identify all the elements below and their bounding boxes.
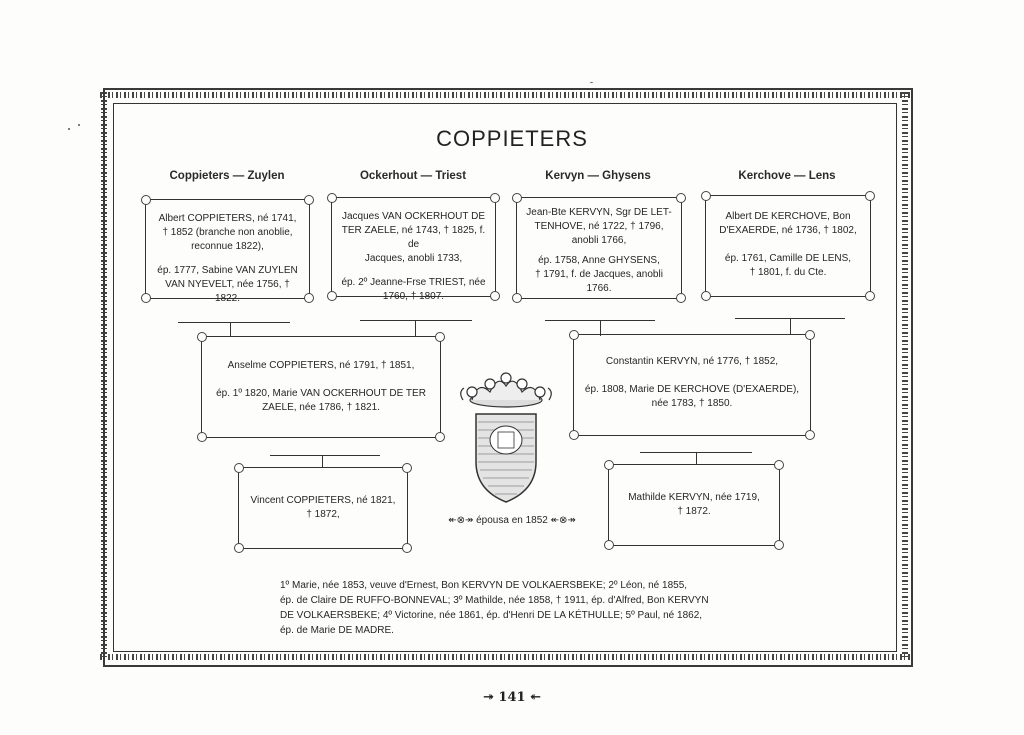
- page-number: ↠ 141 ↞: [483, 690, 541, 705]
- box-corner-ornament: [141, 195, 151, 205]
- box-corner-ornament: [701, 291, 711, 301]
- header-kervyn-ghysens: Kervyn — Ghysens: [545, 170, 651, 182]
- box-jean-kervyn-marriage: ép. 1758, Anne GHYSENS, † 1791, f. de Ja…: [535, 255, 663, 294]
- box-jean-kervyn-birth: Jean-Bte KERVYN, Sgr DE LET- TENHOVE, né…: [526, 207, 672, 246]
- box-corner-ornament: [402, 463, 412, 473]
- box-corner-ornament: [197, 432, 207, 442]
- connector-line: [600, 320, 601, 336]
- outer-frame: [103, 88, 913, 667]
- box-corner-ornament: [490, 193, 500, 203]
- box-albert-coppieters: Albert COPPIETERS, né 1741, † 1852 (bran…: [141, 195, 314, 304]
- box-corner-ornament: [865, 291, 875, 301]
- footnote-children: 1º Marie, née 1853, veuve d'Ernest, Bon …: [280, 580, 709, 636]
- box-corner-ornament: [805, 430, 815, 440]
- page-title: COPPIETERS: [436, 126, 588, 151]
- box-mathilde-kervyn: Mathilde KERVYN, née 1719, † 1872.: [604, 460, 784, 550]
- box-corner-ornament: [701, 191, 711, 201]
- box-constantin-kervyn: Constantin KERVYN, né 1776, † 1852, ép. …: [569, 330, 815, 440]
- header-coppieters-zuylen: Coppieters — Zuylen: [169, 170, 285, 182]
- box-anselme-coppieters-birth: Anselme COPPIETERS, né 1791, † 1851,: [227, 360, 415, 371]
- box-corner-ornament: [141, 293, 151, 303]
- header-ockerhout-triest: Ockerhout — Triest: [359, 170, 467, 182]
- inner-frame: [113, 103, 897, 652]
- box-corner-ornament: [604, 460, 614, 470]
- box-jean-kervyn: Jean-Bte KERVYN, Sgr DE LET- TENHOVE, né…: [512, 193, 686, 303]
- coat-of-arms-icon: [460, 372, 552, 503]
- header-kerchove-lens: Kerchove — Lens: [738, 170, 836, 182]
- box-corner-ornament: [512, 193, 522, 203]
- box-mathilde-kervyn-birth: Mathilde KERVYN, née 1719, † 1872.: [628, 492, 760, 517]
- box-constantin-kervyn-marriage: ép. 1808, Marie DE KERCHOVE (D'EXAERDE),…: [584, 384, 800, 409]
- box-albert-kerchove-marriage: ép. 1761, Camille DE LENS, † 1801, f. du…: [724, 253, 852, 278]
- box-anselme-coppieters-marriage: ép. 1º 1820, Marie VAN OCKERHOUT DE TER …: [216, 388, 426, 413]
- right-chain-border: [902, 92, 908, 660]
- married-label: ↞⊗↠ épousa en 1852 ↞⊗↠: [442, 515, 582, 526]
- box-corner-ornament: [304, 293, 314, 303]
- box-albert-kerchove: Albert DE KERCHOVE, Bon D'EXAERDE, né 17…: [701, 191, 875, 301]
- box-corner-ornament: [435, 432, 445, 442]
- box-albert-kerchove-birth: Albert DE KERCHOVE, Bon D'EXAERDE, né 17…: [719, 211, 857, 236]
- box-anselme-coppieters: Anselme COPPIETERS, né 1791, † 1851, ép.…: [197, 332, 445, 442]
- married-text: épousa en 1852: [476, 515, 548, 526]
- box-corner-ornament: [435, 332, 445, 342]
- box-corner-ornament: [234, 543, 244, 553]
- box-albert-coppieters-birth: Albert COPPIETERS, né 1741, † 1852 (bran…: [158, 213, 297, 252]
- box-corner-ornament: [402, 543, 412, 553]
- box-corner-ornament: [774, 460, 784, 470]
- box-corner-ornament: [512, 293, 522, 303]
- married-right-ornament: ↞⊗↠: [550, 515, 576, 526]
- top-chain-border: [100, 92, 910, 98]
- connector-line: [360, 320, 472, 321]
- crown-icon: [460, 372, 552, 408]
- box-jacques-ockerhout: Jacques VAN OCKERHOUT DE TER ZAELE, né 1…: [327, 193, 500, 302]
- bottom-chain-border: [100, 654, 910, 660]
- box-corner-ornament: [234, 463, 244, 473]
- box-albert-coppieters-marriage: ép. 1777, Sabine VAN ZUYLEN VAN NYEVELT,…: [157, 265, 298, 304]
- box-corner-ornament: [676, 193, 686, 203]
- box-jacques-ockerhout-birth: Jacques VAN OCKERHOUT DE TER ZAELE, né 1…: [341, 211, 486, 264]
- box-constantin-kervyn-birth: Constantin KERVYN, né 1776, † 1852,: [605, 356, 779, 367]
- box-corner-ornament: [865, 191, 875, 201]
- connector-line: [322, 455, 323, 467]
- box-corner-ornament: [569, 330, 579, 340]
- connector-line: [178, 322, 290, 323]
- box-corner-ornament: [569, 430, 579, 440]
- married-left-ornament: ↞⊗↠: [448, 515, 474, 526]
- box-vincent-coppieters: Vincent COPPIETERS, né 1821, † 1872,: [234, 463, 412, 553]
- connector-line: [270, 455, 380, 456]
- box-corner-ornament: [197, 332, 207, 342]
- connector-line: [790, 318, 791, 334]
- connector-line: [696, 452, 697, 464]
- box-corner-ornament: [774, 540, 784, 550]
- box-vincent-coppieters-birth: Vincent COPPIETERS, né 1821, † 1872,: [250, 495, 396, 520]
- box-corner-ornament: [327, 291, 337, 301]
- box-corner-ornament: [676, 293, 686, 303]
- connector-line: [230, 322, 231, 336]
- connector-line: [415, 320, 416, 336]
- box-corner-ornament: [805, 330, 815, 340]
- box-corner-ornament: [490, 291, 500, 301]
- box-jacques-ockerhout-marriage: ép. 2º Jeanne-Frse TRIEST, née 1760, † 1…: [341, 277, 486, 302]
- box-corner-ornament: [327, 193, 337, 203]
- box-corner-ornament: [304, 195, 314, 205]
- box-corner-ornament: [604, 540, 614, 550]
